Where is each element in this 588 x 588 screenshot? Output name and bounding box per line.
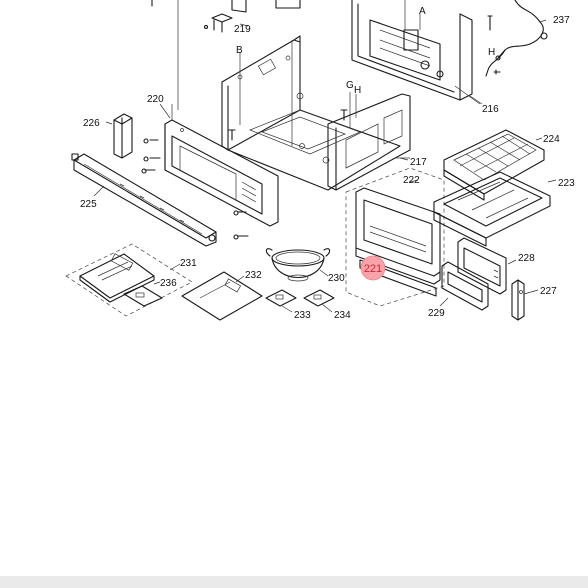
label-231: 231 <box>180 258 197 269</box>
label-225: 225 <box>80 199 97 210</box>
label-229: 229 <box>428 308 445 319</box>
label-224: 224 <box>543 134 560 145</box>
part-236-card <box>123 285 163 307</box>
part-234-card <box>303 289 335 307</box>
label-219: 219 <box>234 24 251 35</box>
part-231-manual-group <box>65 243 193 317</box>
label-232: 232 <box>245 270 262 281</box>
label-237: 237 <box>553 15 570 26</box>
letter-g: G <box>346 80 354 91</box>
part-227-post <box>511 279 525 321</box>
part-219-bracket <box>151 0 301 110</box>
part-222-front-panel <box>345 167 445 307</box>
label-230: 230 <box>328 273 345 284</box>
letter-a: A <box>419 6 426 17</box>
label-221: 221 <box>364 263 382 275</box>
label-236: 236 <box>160 278 177 289</box>
part-233-card <box>265 289 297 307</box>
part-225-rail <box>71 153 217 247</box>
part-224-rack <box>443 129 545 201</box>
label-228: 228 <box>518 253 535 264</box>
part-237-wire-harness <box>485 0 548 77</box>
part-labels: 219 216 217 220 222 223 224 225 226 227 … <box>80 6 575 321</box>
part-230-bowl <box>265 248 331 282</box>
label-220: 220 <box>147 94 164 105</box>
part-220-side-panel <box>141 104 279 240</box>
part-217-cabinet-base <box>221 35 411 191</box>
highlight-marker <box>360 255 386 281</box>
label-216: 216 <box>482 104 499 115</box>
part-223-tray <box>433 171 551 247</box>
leader-lines <box>93 19 557 313</box>
label-223: 223 <box>558 178 575 189</box>
part-226-bracket <box>113 113 133 159</box>
label-217: 217 <box>410 157 427 168</box>
letter-b: B <box>236 45 243 56</box>
letter-h-right: H <box>488 47 495 58</box>
label-233: 233 <box>294 310 311 321</box>
part-228-door-piece <box>457 237 507 295</box>
part-229-handle <box>441 261 489 311</box>
label-227: 227 <box>540 286 557 297</box>
part-216-back-panel <box>351 0 481 105</box>
part-232-manual <box>181 271 263 321</box>
label-222: 222 <box>403 175 420 186</box>
label-226: 226 <box>83 118 100 129</box>
callout-221-highlight[interactable]: 221 <box>360 255 386 281</box>
bottom-scrollbar-strip <box>0 576 588 588</box>
letter-h-center: H <box>354 85 361 96</box>
label-234: 234 <box>334 310 351 321</box>
